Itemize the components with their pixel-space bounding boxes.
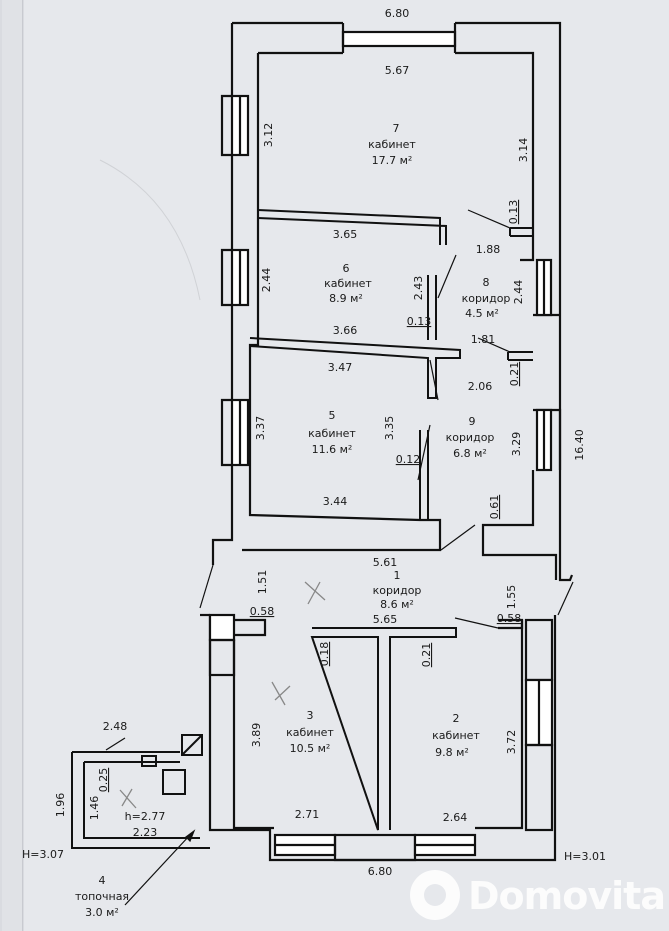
svg-text:топочная: топочная xyxy=(75,890,129,903)
page-edge-inner xyxy=(2,0,23,931)
dim-r4-bottom: 2.23 xyxy=(133,826,158,839)
svg-text:кабинет: кабинет xyxy=(286,726,334,739)
dim-top-inner: 5.67 xyxy=(385,64,410,77)
svg-text:8: 8 xyxy=(483,276,490,289)
dim-r5-top: 3.47 xyxy=(328,361,353,374)
upper-wall-edges xyxy=(222,53,534,232)
dim-bottom-outer: 6.80 xyxy=(368,865,393,878)
dim-r8-bottom: 1.81 xyxy=(471,333,496,346)
room-1-label: 1 коридор 8.6 м² xyxy=(373,569,422,611)
dim-r8-top: 1.88 xyxy=(476,243,501,256)
height-left: H=3.07 xyxy=(22,848,64,861)
room-7-label: 7 кабинет 17.7 м² xyxy=(368,122,416,167)
dim-r6-top: 3.65 xyxy=(333,228,358,241)
lower-walls xyxy=(200,613,557,862)
room-3-label: 3 кабинет 10.5 м² xyxy=(286,709,334,755)
watermark: Domovita xyxy=(410,870,666,925)
svg-text:8.6 м²: 8.6 м² xyxy=(380,598,414,611)
room-8-label: 8 коридор 4.5 м² xyxy=(462,276,511,320)
pencil-arc xyxy=(99,159,201,301)
dim-w013b: 0.13 xyxy=(407,315,432,328)
room-6-label: 6 кабинет 8.9 м² xyxy=(324,262,372,305)
svg-text:3.0 м²: 3.0 м² xyxy=(85,906,119,919)
dim-c1-top: 5.61 xyxy=(373,556,398,569)
leader-lines xyxy=(105,737,196,906)
svg-text:кабинет: кабинет xyxy=(308,427,356,440)
dim-w013a: 0.13 xyxy=(507,200,520,225)
door-swings-lower xyxy=(199,564,574,629)
dim-r3-left: 3.89 xyxy=(250,723,263,748)
svg-text:6.8 м²: 6.8 м² xyxy=(453,447,487,460)
watermark-logo-icon xyxy=(410,870,460,920)
boiler-room-walls xyxy=(71,734,210,849)
svg-text:1: 1 xyxy=(394,569,401,582)
dim-top-outer: 6.80 xyxy=(385,7,410,20)
room-5-label: 5 кабинет 11.6 м² xyxy=(308,409,356,456)
dim-r6-bottom: 3.66 xyxy=(333,324,358,337)
svg-text:17.7 м²: 17.7 м² xyxy=(372,154,413,167)
dim-r6-left: 2.44 xyxy=(260,268,273,293)
room-labels: 7 кабинет 17.7 м² 6 кабинет 8.9 м² 8 кор… xyxy=(75,122,510,919)
room-9-label: 9 коридор 6.8 м² xyxy=(446,415,495,460)
svg-text:9.8 м²: 9.8 м² xyxy=(435,746,469,759)
svg-text:коридор: коридор xyxy=(373,584,422,597)
interior-walls-upper xyxy=(249,209,533,520)
svg-text:кабинет: кабинет xyxy=(324,277,372,290)
svg-text:коридор: коридор xyxy=(446,431,495,444)
dim-r5-left: 3.37 xyxy=(254,416,267,441)
door-swings-upper xyxy=(417,209,511,551)
svg-text:3: 3 xyxy=(307,709,314,722)
svg-text:кабинет: кабинет xyxy=(368,138,416,151)
svg-text:11.6 м²: 11.6 м² xyxy=(312,443,353,456)
dim-w061: 0.61 xyxy=(488,495,501,520)
svg-text:коридор: коридор xyxy=(462,292,511,305)
svg-text:9: 9 xyxy=(469,415,476,428)
dim-w058b: 0.58 xyxy=(497,612,522,625)
dim-c1-left: 1.51 xyxy=(256,570,269,595)
svg-text:10.5 м²: 10.5 м² xyxy=(290,742,331,755)
interior-walls-lower xyxy=(310,627,457,831)
dim-r4-inner: 1.46 xyxy=(88,796,101,821)
dim-w058a: 0.58 xyxy=(250,605,275,618)
dim-w021b: 0.21 xyxy=(420,643,433,668)
dim-r5-bottom: 3.44 xyxy=(323,495,348,508)
dim-c1-bottom: 5.65 xyxy=(373,613,398,626)
dim-w012: 0.12 xyxy=(396,453,421,466)
svg-text:4: 4 xyxy=(99,874,106,887)
watermark-text: Domovita xyxy=(468,874,666,918)
svg-text:4.5 м²: 4.5 м² xyxy=(465,307,499,320)
pencil-marks xyxy=(119,581,326,809)
dimension-labels: 6.80 5.67 3.12 3.14 0.13 3.65 1.88 2.44 … xyxy=(22,7,606,878)
svg-text:6: 6 xyxy=(343,262,350,275)
dim-r8-right: 2.44 xyxy=(512,280,525,305)
dim-r2-bottom: 2.64 xyxy=(443,811,468,824)
dim-r6-right: 2.43 xyxy=(412,276,425,301)
dim-r3-bottom: 2.71 xyxy=(295,808,320,821)
dim-r7-left: 3.12 xyxy=(262,123,275,148)
dim-w021a: 0.21 xyxy=(508,362,521,387)
svg-text:8.9 м²: 8.9 м² xyxy=(329,292,363,305)
room-4-label: 4 топочная 3.0 м² xyxy=(75,874,129,919)
svg-text:5: 5 xyxy=(329,409,336,422)
svg-text:7: 7 xyxy=(393,122,400,135)
dim-r4-w025: 0.25 xyxy=(97,768,110,793)
room-2-label: 2 кабинет 9.8 м² xyxy=(432,712,480,759)
dim-r9-right: 3.29 xyxy=(510,432,523,457)
height-right: H=3.01 xyxy=(564,850,606,863)
dim-w018: 0.18 xyxy=(318,642,331,667)
dim-r4-top: 2.48 xyxy=(103,720,128,733)
dim-r4-height: h=2.77 xyxy=(125,810,166,823)
dim-total-height: 16.40 xyxy=(573,429,586,461)
dim-r4-left: 1.96 xyxy=(54,793,67,818)
dim-c1-right: 1.55 xyxy=(505,585,518,610)
dim-r9-top: 2.06 xyxy=(468,380,493,393)
svg-text:2: 2 xyxy=(453,712,460,725)
dim-r7-right: 3.14 xyxy=(517,138,530,163)
dim-r2-right: 3.72 xyxy=(505,730,518,755)
dim-r5-right: 3.35 xyxy=(383,416,396,441)
svg-text:кабинет: кабинет xyxy=(432,729,480,742)
